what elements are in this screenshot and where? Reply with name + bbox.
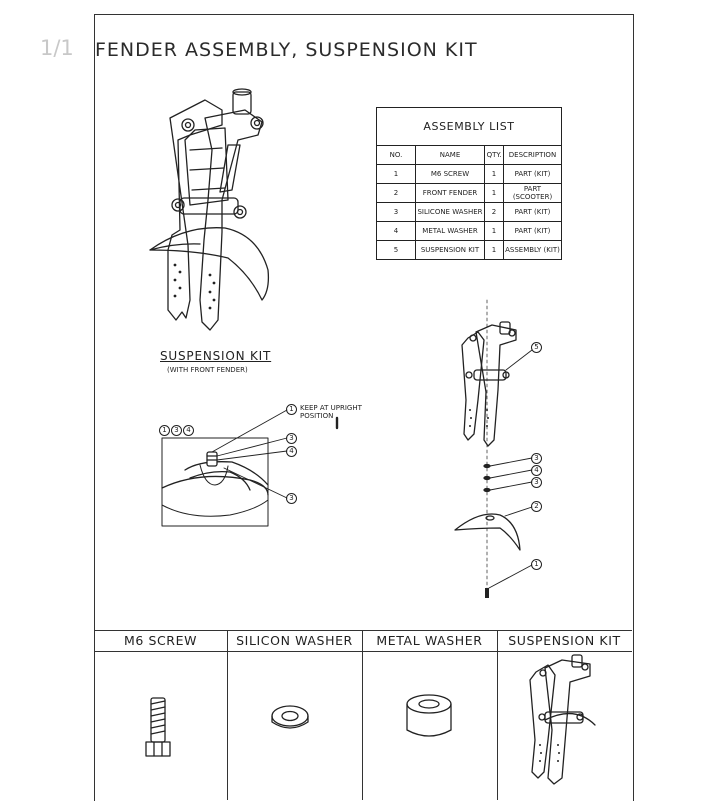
- assembly-list-title: ASSEMBLY LIST: [376, 107, 562, 146]
- cell-description: PART (KIT): [503, 221, 562, 241]
- strip-divider: [497, 630, 499, 800]
- detail-view: [161, 409, 339, 527]
- assembly-list-table: ASSEMBLY LIST NO. NAME QTY. DESCRIPTION …: [376, 107, 562, 260]
- detail-callout: 3: [286, 493, 297, 504]
- detail-callout: 3: [286, 433, 297, 444]
- callout-marker: 1: [159, 425, 170, 436]
- sheet-header: 1/1 FENDER ASSEMBLY, SUSPENSION KIT: [0, 20, 727, 61]
- cell-description: ASSEMBLY (KIT): [503, 240, 562, 260]
- silicon-washer-drawing: [271, 705, 309, 729]
- suspension-kit-small-drawing: [529, 654, 596, 785]
- detail-callout: 1: [286, 404, 297, 415]
- exploded-callout: 3: [531, 477, 542, 488]
- suspension-kit-subcaption: (WITH FRONT FENDER): [167, 366, 248, 374]
- exploded-callout: 4: [531, 465, 542, 476]
- metal-washer-drawing: [406, 694, 452, 737]
- sheet-title: FENDER ASSEMBLY, SUSPENSION KIT: [95, 39, 478, 61]
- exploded-callout: 1: [531, 559, 542, 570]
- parts-strip: M6 SCREW SILICON WASHER METAL WASHER SUS…: [94, 630, 632, 800]
- detail-note-line2: POSITION: [300, 412, 334, 420]
- parts-strip-label: SUSPENSION KIT: [497, 630, 632, 652]
- table-row: 3 SILICONE WASHER 2 PART (KIT): [376, 202, 562, 222]
- parts-strip-label: SILICON WASHER: [227, 630, 362, 652]
- strip-divider: [227, 630, 229, 800]
- callout-marker: 4: [183, 425, 194, 436]
- callout-marker: 3: [171, 425, 182, 436]
- m6-screw-drawing: [145, 697, 171, 757]
- sheet-number: 1/1: [40, 36, 74, 60]
- parts-strip-label: M6 SCREW: [94, 630, 227, 652]
- parts-strip-label: METAL WASHER: [362, 630, 497, 652]
- exploded-callout: 5: [531, 342, 542, 353]
- table-row: 4 METAL WASHER 1 PART (KIT): [376, 221, 562, 241]
- exploded-callout: 2: [531, 501, 542, 512]
- detail-callout: 4: [286, 446, 297, 457]
- exploded-view: [454, 299, 533, 601]
- cell-no: 5: [376, 240, 416, 260]
- table-row: 5 SUSPENSION KIT 1 ASSEMBLY (KIT): [376, 240, 562, 260]
- strip-divider: [362, 630, 364, 800]
- exploded-callout: 3: [531, 453, 542, 464]
- suspension-kit-illustration: [149, 88, 270, 331]
- suspension-kit-caption: SUSPENSION KIT: [160, 349, 272, 363]
- detail-ref-markers: 1 3 4: [159, 425, 194, 436]
- detail-note-line1: KEEP AT UPRIGHT: [300, 404, 362, 412]
- parts-strip-drawings: [145, 654, 596, 785]
- drawing-sheet: [94, 14, 634, 801]
